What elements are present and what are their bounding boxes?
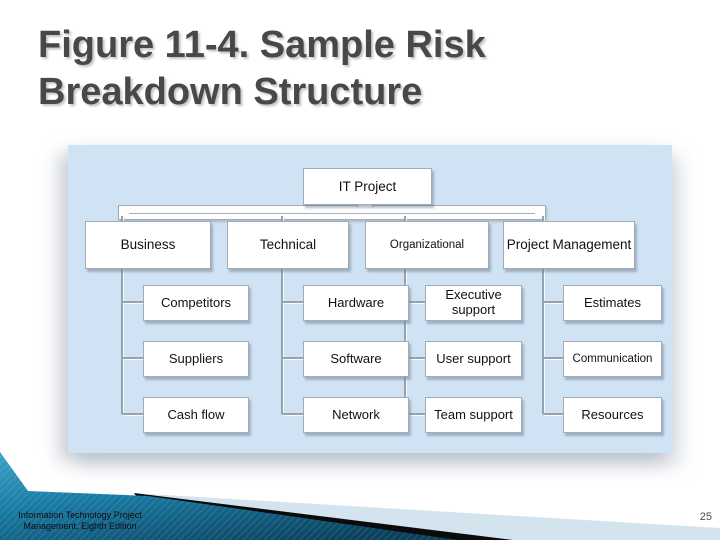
node-business: Business: [85, 221, 211, 269]
footer-citation: Information Technology Project Managemen…: [4, 510, 156, 532]
node-competitors: Competitors: [143, 285, 249, 321]
teal-wedge-texture: [0, 452, 458, 540]
node-cash-flow: Cash flow: [143, 397, 249, 433]
title-line-1: Figure 11-4. Sample Risk: [38, 24, 486, 66]
node-project-management: Project Management: [503, 221, 635, 269]
connector-stub: [543, 301, 563, 303]
slide-title: Figure 11-4. Sample Risk Breakdown Struc…: [38, 22, 678, 116]
page-number: 25: [699, 511, 712, 523]
rail-groove-line: [129, 213, 535, 214]
connector-stub: [405, 301, 425, 303]
node-organizational: Organizational: [365, 221, 489, 269]
connector-trunk: [542, 267, 544, 414]
connector-stub: [122, 301, 143, 303]
connector-stub: [405, 357, 425, 359]
node-executive-support: Executive support: [425, 285, 522, 321]
connector-stub: [543, 357, 563, 359]
footer-line-2: Management, Eighth Edition: [23, 521, 137, 531]
connector-stub: [121, 216, 123, 222]
node-team-support: Team support: [425, 397, 522, 433]
connector-rail-bar: [118, 205, 546, 220]
connector-stub: [542, 216, 544, 222]
node-suppliers: Suppliers: [143, 341, 249, 377]
connector-stub: [543, 413, 563, 415]
connector-stub: [405, 413, 425, 415]
node-software: Software: [303, 341, 409, 377]
node-estimates: Estimates: [563, 285, 662, 321]
connector-trunk: [281, 267, 283, 414]
black-band-shape: [134, 493, 513, 540]
node-network: Network: [303, 397, 409, 433]
connector-trunk: [404, 267, 406, 414]
connector-stub: [122, 357, 143, 359]
node-user-support: User support: [425, 341, 522, 377]
connector-stub: [282, 357, 303, 359]
footer-line-1: Information Technology Project: [18, 510, 142, 520]
corner-decoration: [0, 452, 720, 540]
connector-stub: [281, 216, 283, 222]
node-hardware: Hardware: [303, 285, 409, 321]
node-resources: Resources: [563, 397, 662, 433]
node-it-project: IT Project: [303, 168, 432, 205]
connector-stub: [404, 216, 406, 222]
connector-stub: [122, 413, 143, 415]
node-communication: Communication: [563, 341, 662, 377]
connector-trunk: [121, 267, 123, 414]
connector-stub: [282, 301, 303, 303]
title-line-2: Breakdown Structure: [38, 71, 423, 113]
node-technical: Technical: [227, 221, 349, 269]
connector-stub: [282, 413, 303, 415]
